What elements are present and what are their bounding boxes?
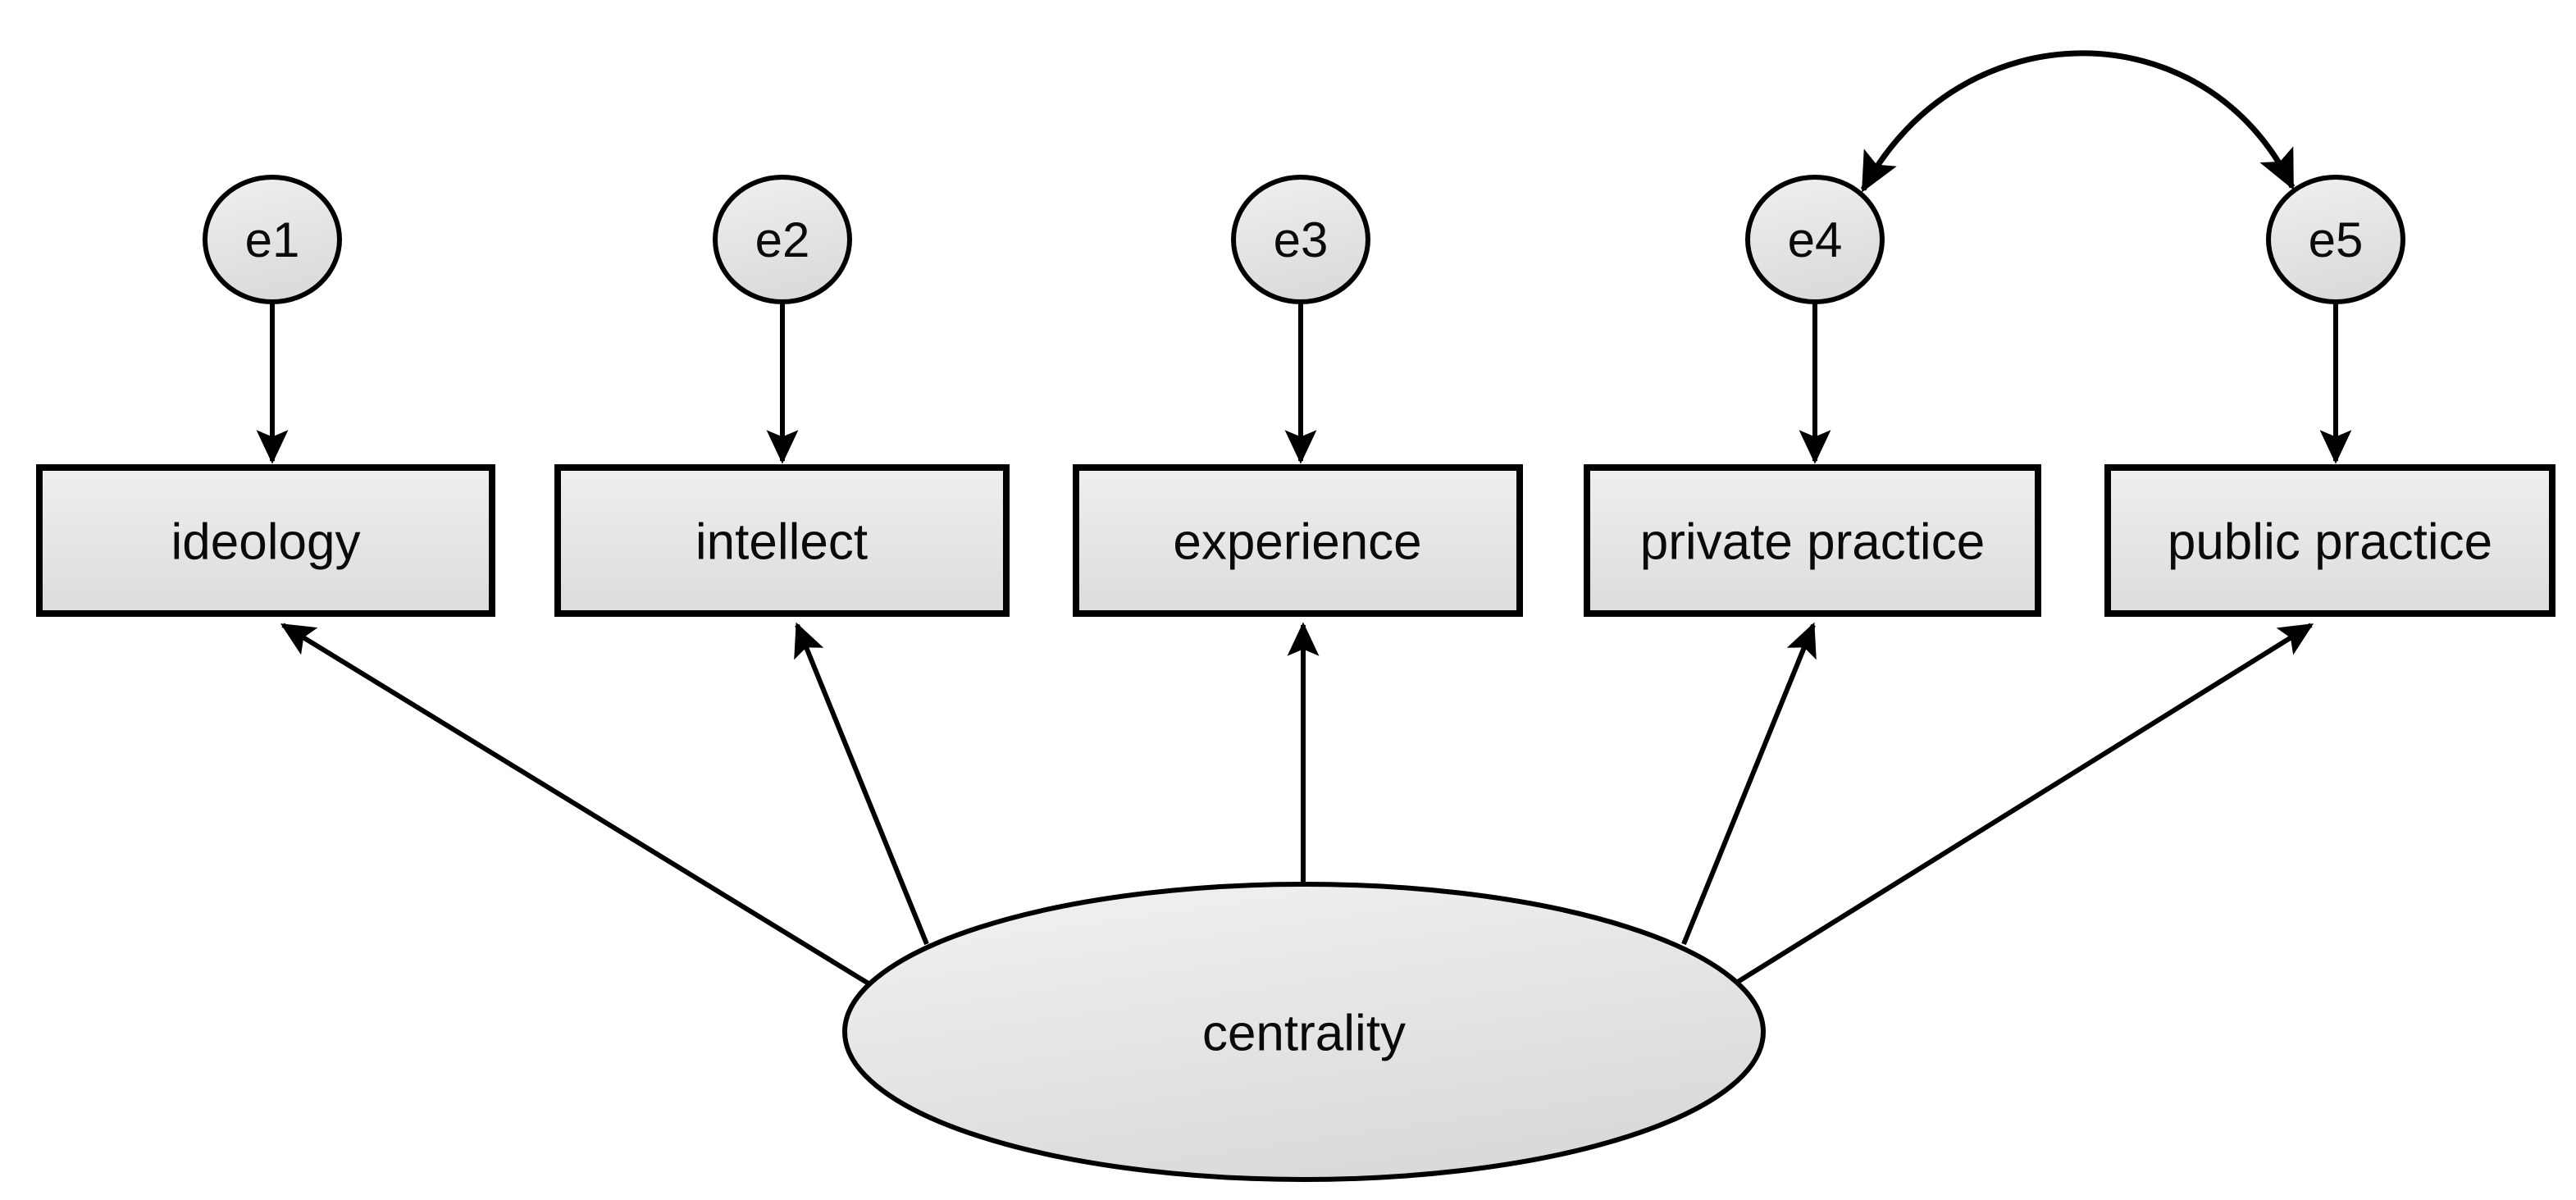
observed-node-experience[interactable]: experience [1073,464,1523,617]
centrality-label: centrality [1202,1005,1406,1061]
private-practice-label: private practice [1640,513,1985,570]
arrow-centrality-to-intellect [794,622,929,946]
e4-label: e4 [1788,212,1843,267]
arrow-centrality-to-private-practice [1681,622,1817,946]
ideology-label: ideology [171,513,361,570]
arrow-centrality-to-ideology [280,623,896,1002]
e3-label: e3 [1274,212,1329,267]
error-node-e1[interactable]: e1 [203,175,342,304]
private-practice-box[interactable] [1584,464,2041,617]
observed-node-intellect[interactable]: intellect [554,464,1010,617]
e1-label: e1 [245,212,300,267]
error-path-group [256,302,2352,464]
error-terms-group: e1 e2 e3 e4 e5 [203,175,2405,304]
public-practice-label: public practice [2168,513,2492,570]
arrow-centrality-to-public-practice [1712,623,2314,999]
error-node-e5[interactable]: e5 [2266,175,2405,304]
observed-node-ideology[interactable]: ideology [36,464,495,617]
e1-circle[interactable] [203,175,342,304]
intellect-box[interactable] [554,464,1010,617]
observed-variables-group: ideology intellect experience private pr… [36,464,2555,617]
observed-node-public-practice[interactable]: public practice [2104,464,2555,617]
observed-node-private-practice[interactable]: private practice [1584,464,2041,617]
e4-circle[interactable] [1745,175,1885,304]
ideology-box[interactable] [36,464,495,617]
e2-circle[interactable] [713,175,852,304]
error-node-e3[interactable]: e3 [1231,175,1370,304]
e5-circle[interactable] [2266,175,2405,304]
experience-box[interactable] [1073,464,1523,617]
experience-label: experience [1173,513,1421,570]
public-practice-box[interactable] [2104,464,2555,617]
e5-label: e5 [2309,212,2364,267]
intellect-label: intellect [695,513,868,570]
loading-path-group [280,622,2314,1002]
latent-node-centrality[interactable]: centrality [842,882,1766,1182]
error-node-e4[interactable]: e4 [1745,175,1885,304]
covariance-edge-group [1860,50,2296,193]
centrality-ellipse[interactable] [842,882,1766,1182]
e2-label: e2 [755,212,810,267]
covariance-arrow-e4-e5 [1860,50,2296,193]
e3-circle[interactable] [1231,175,1370,304]
error-node-e2[interactable]: e2 [713,175,852,304]
